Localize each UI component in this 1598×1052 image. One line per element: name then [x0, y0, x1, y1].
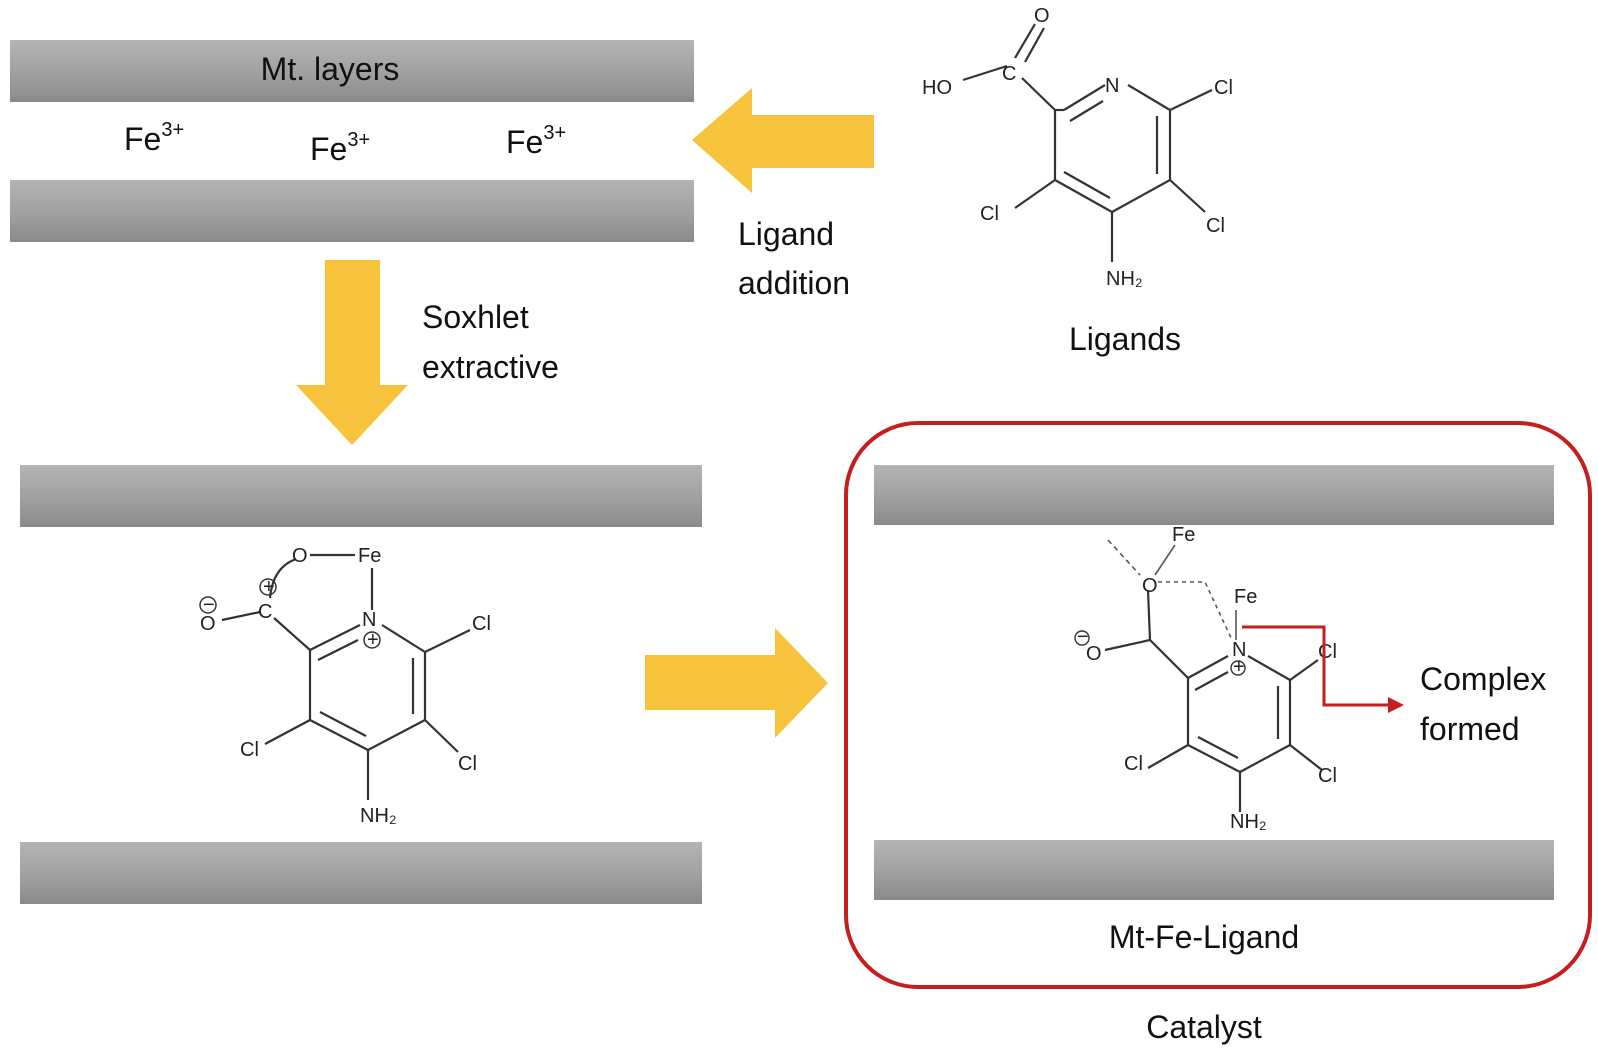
fe-ion-3: Fe3+	[506, 122, 566, 160]
mt-layer-top	[10, 40, 694, 102]
mid-atom-cl-a: Cl	[472, 613, 491, 635]
mid-layer-bottom	[20, 842, 702, 904]
ligand-addition-step: Ligand addition	[692, 88, 874, 301]
cat-atom-fe-top: Fe	[1172, 524, 1195, 546]
soxhlet-arrow	[296, 260, 408, 445]
mid-atom-fe: Fe	[358, 545, 381, 567]
mt-layers-label: Mt. layers	[261, 51, 400, 87]
ligand-atom-n: N	[1105, 75, 1119, 97]
chelated-ligand-structure: O Fe C O N Cl Cl Cl NH₂ + − +	[199, 545, 491, 827]
ligands-caption: Ligands	[1069, 321, 1181, 357]
top-layers-group: Mt. layers Fe3+ Fe3+ Fe3+	[10, 40, 694, 242]
ligand-atom-cl-c: Cl	[980, 203, 999, 225]
soxhlet-step: Soxhlet extractive	[296, 260, 559, 445]
mid-atom-c: C	[258, 601, 272, 623]
mt-layer-bottom	[10, 180, 694, 242]
cat-atom-cl-a: Cl	[1318, 641, 1337, 663]
to-catalyst-arrow	[645, 628, 828, 738]
ligand-addition-label-1: Ligand	[738, 216, 834, 252]
complex-pointer-line	[1242, 625, 1390, 707]
mid-atom-o: O	[292, 545, 308, 567]
cat-atom-o-minus: O	[1086, 643, 1102, 665]
cat-atom-cl-b: Cl	[1318, 765, 1337, 787]
mid-charge-plus-n: +	[367, 629, 379, 651]
ligand-addition-label-2: addition	[738, 265, 850, 301]
ligand-atom-ho: HO	[922, 77, 952, 99]
cat-atom-n: N	[1232, 639, 1246, 661]
mt-fe-ligand-label: Mt-Fe-Ligand	[1109, 919, 1299, 955]
cat-atom-cl-c: Cl	[1124, 753, 1143, 775]
catalyst-layer-top	[874, 465, 1554, 525]
ligand-atom-nh2: NH₂	[1106, 268, 1143, 290]
soxhlet-label-1: Soxhlet	[422, 299, 529, 335]
fe-ion-1: Fe3+	[124, 119, 184, 157]
mid-charge-minus-o: −	[203, 594, 215, 616]
ligand-atom-cl-b: Cl	[1206, 215, 1225, 237]
cat-atom-fe-n: Fe	[1234, 586, 1257, 608]
mid-atom-o-minus: O	[200, 613, 216, 635]
fe-ion-2: Fe3+	[310, 129, 370, 167]
cat-charge-minus-o: −	[1077, 626, 1089, 648]
complex-pointer-arrowhead	[1388, 697, 1404, 713]
catalyst-complex-structure: Fe O Fe O N Cl Cl Cl NH₂ − +	[1074, 524, 1337, 833]
ligand-addition-arrow	[692, 88, 874, 193]
mid-charge-plus-c: +	[263, 576, 275, 598]
mid-atom-cl-b: Cl	[458, 753, 477, 775]
cat-atom-o: O	[1142, 575, 1158, 597]
mid-atom-nh2: NH₂	[360, 805, 397, 827]
cat-atom-nh2: NH₂	[1230, 811, 1267, 833]
ligand-structure: HO C O N Cl Cl Cl NH₂ Ligands	[922, 5, 1233, 357]
cat-charge-plus-n: +	[1233, 656, 1245, 678]
catalyst-frame	[844, 421, 1592, 989]
ligand-atom-cl-a: Cl	[1214, 77, 1233, 99]
mid-atom-n: N	[362, 609, 376, 631]
catalyst-layer-bottom	[874, 840, 1554, 900]
middle-layers-group: O Fe C O N Cl Cl Cl NH₂ + − +	[20, 465, 702, 904]
ligand-atom-c: C	[1002, 63, 1016, 85]
catalyst-panel: Fe O Fe O N Cl Cl Cl NH₂ − + Complex for…	[844, 421, 1592, 989]
ligand-atom-o: O	[1034, 5, 1050, 27]
soxhlet-label-2: extractive	[422, 349, 559, 385]
complex-formed-label-1: Complex	[1420, 661, 1546, 697]
mid-layer-top	[20, 465, 702, 527]
complex-formed-label-2: formed	[1420, 711, 1520, 747]
mid-atom-cl-c: Cl	[240, 739, 259, 761]
catalyst-caption: Catalyst	[1146, 1009, 1262, 1045]
